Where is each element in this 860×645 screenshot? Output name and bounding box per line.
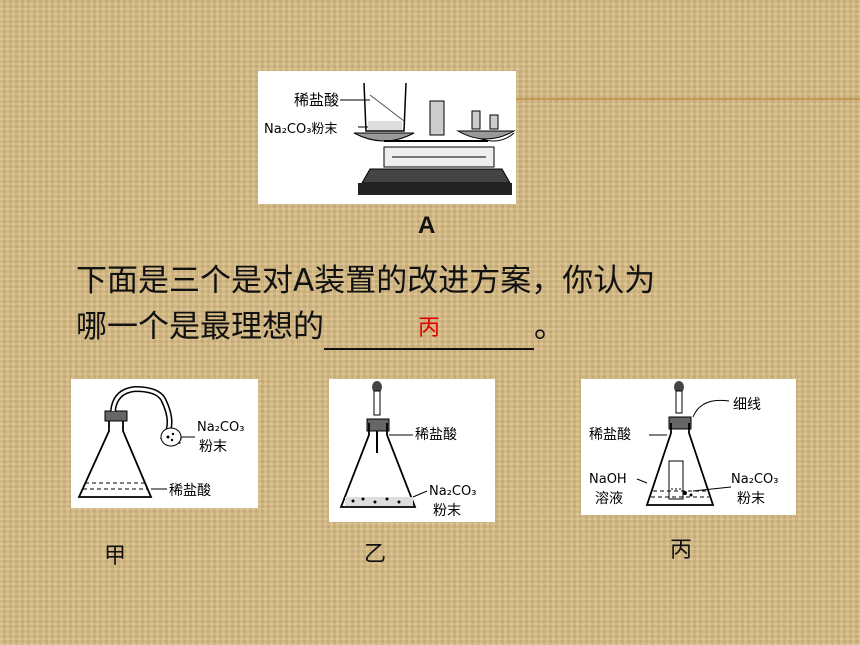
jia-powder-word: 粉末 (199, 439, 227, 455)
diagram-yi: 稀盐酸 Na₂CO₃ 粉末 (329, 379, 495, 522)
bing-naoh-word: 溶液 (595, 491, 623, 507)
jia-acid-label: 稀盐酸 (169, 483, 211, 499)
bing-naoh-formula: NaOH (589, 472, 627, 487)
answer-blank[interactable]: 丙 (324, 308, 534, 350)
question-line1: 下面是三个是对A装置的改进方案，你认为 (76, 263, 656, 299)
yi-powder-formula: Na₂CO₃ (429, 484, 476, 499)
bing-acid-label: 稀盐酸 (589, 427, 631, 443)
bing-powder-formula: Na₂CO₃ (731, 472, 778, 487)
label-bing: 丙 (670, 538, 693, 563)
diagram-a-powder-label: Na₂CO₃粉末 (264, 122, 337, 137)
bing-thread-label: 细线 (733, 397, 761, 413)
jia-powder-formula: Na₂CO₃ (197, 420, 244, 435)
question-end: 。 (534, 309, 565, 345)
yi-acid-label: 稀盐酸 (415, 427, 457, 443)
diagram-bing: 细线 稀盐酸 NaOH 溶液 Na₂CO₃ 粉末 (581, 379, 796, 515)
diagram-a-balance: 稀盐酸 Na₂CO₃粉末 (258, 71, 516, 204)
yi-powder-word: 粉末 (433, 503, 461, 519)
diagram-a-acid-label: 稀盐酸 (294, 91, 339, 109)
label-yi: 乙 (364, 542, 387, 567)
bing-powder-word: 粉末 (737, 491, 765, 507)
label-jia: 甲 (104, 544, 127, 569)
decorative-rule (510, 98, 860, 100)
question-line2: 哪一个是最理想的 (76, 309, 324, 345)
question-text: 下面是三个是对A装置的改进方案，你认为 哪一个是最理想的 丙 。 (76, 258, 816, 350)
answer-text: 丙 (417, 316, 440, 341)
diagram-jia: Na₂CO₃ 粉末 稀盐酸 (71, 379, 258, 508)
label-a: A (418, 212, 436, 239)
